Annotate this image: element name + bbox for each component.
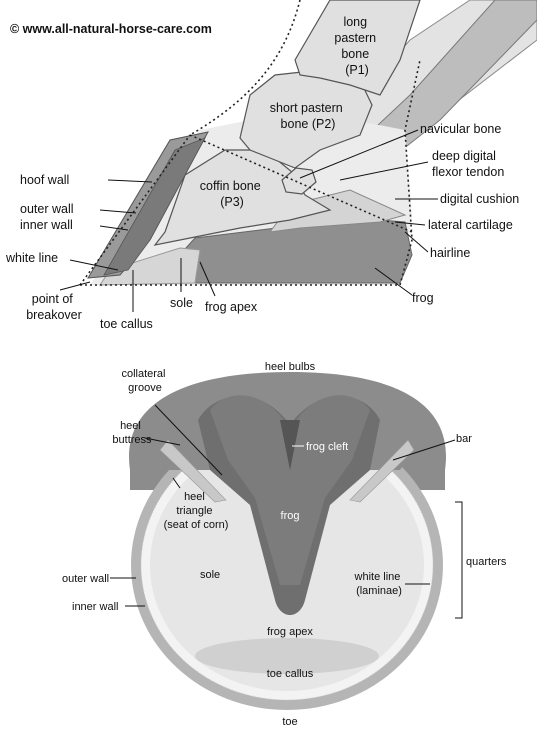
hoof-wall-label: hoof wall <box>20 173 69 187</box>
bar-label: bar <box>456 433 472 445</box>
toe-callus-side-label: toe callus <box>100 317 153 331</box>
inner-wall-side-label: inner wall <box>20 218 73 232</box>
outer-wall-side-label: outer wall <box>20 202 74 216</box>
sole-view-illustration: heel bulbs collateral groove heel buttre… <box>62 361 507 728</box>
frog-side-label: frog <box>412 291 434 305</box>
collateral-groove-label: collateral groove <box>121 368 168 394</box>
frog-apex-side-label: frog apex <box>205 300 258 314</box>
hairline-label: hairline <box>430 246 470 260</box>
side-view-illustration: long pastern bone (P1) short pastern bon… <box>5 0 537 331</box>
navicular-bone-label: navicular bone <box>420 122 501 136</box>
heel-bulbs-label: heel bulbs <box>265 361 316 373</box>
lateral-cartilage-label: lateral cartilage <box>428 218 513 232</box>
quarters-label: quarters <box>466 556 507 568</box>
frog-sole-label: frog <box>281 510 300 522</box>
point-of-breakover-label: point of breakover <box>26 292 82 322</box>
frog-cleft-label: frog cleft <box>306 441 348 453</box>
ddft-label: deep digital flexor tendon <box>432 149 504 179</box>
frog-apex-sole-label: frog apex <box>267 626 313 638</box>
sole-sole-label: sole <box>200 569 220 581</box>
inner-wall-sole-label: inner wall <box>72 601 118 613</box>
sole-side-label: sole <box>170 296 193 310</box>
outer-wall-sole-label: outer wall <box>62 573 109 585</box>
copyright-credit: © www.all-natural-horse-care.com <box>10 22 212 36</box>
toe-callus-sole-label: toe callus <box>267 668 314 680</box>
digital-cushion-label: digital cushion <box>440 192 519 206</box>
white-line-side-label: white line <box>5 251 58 265</box>
toe-label: toe <box>282 716 297 728</box>
